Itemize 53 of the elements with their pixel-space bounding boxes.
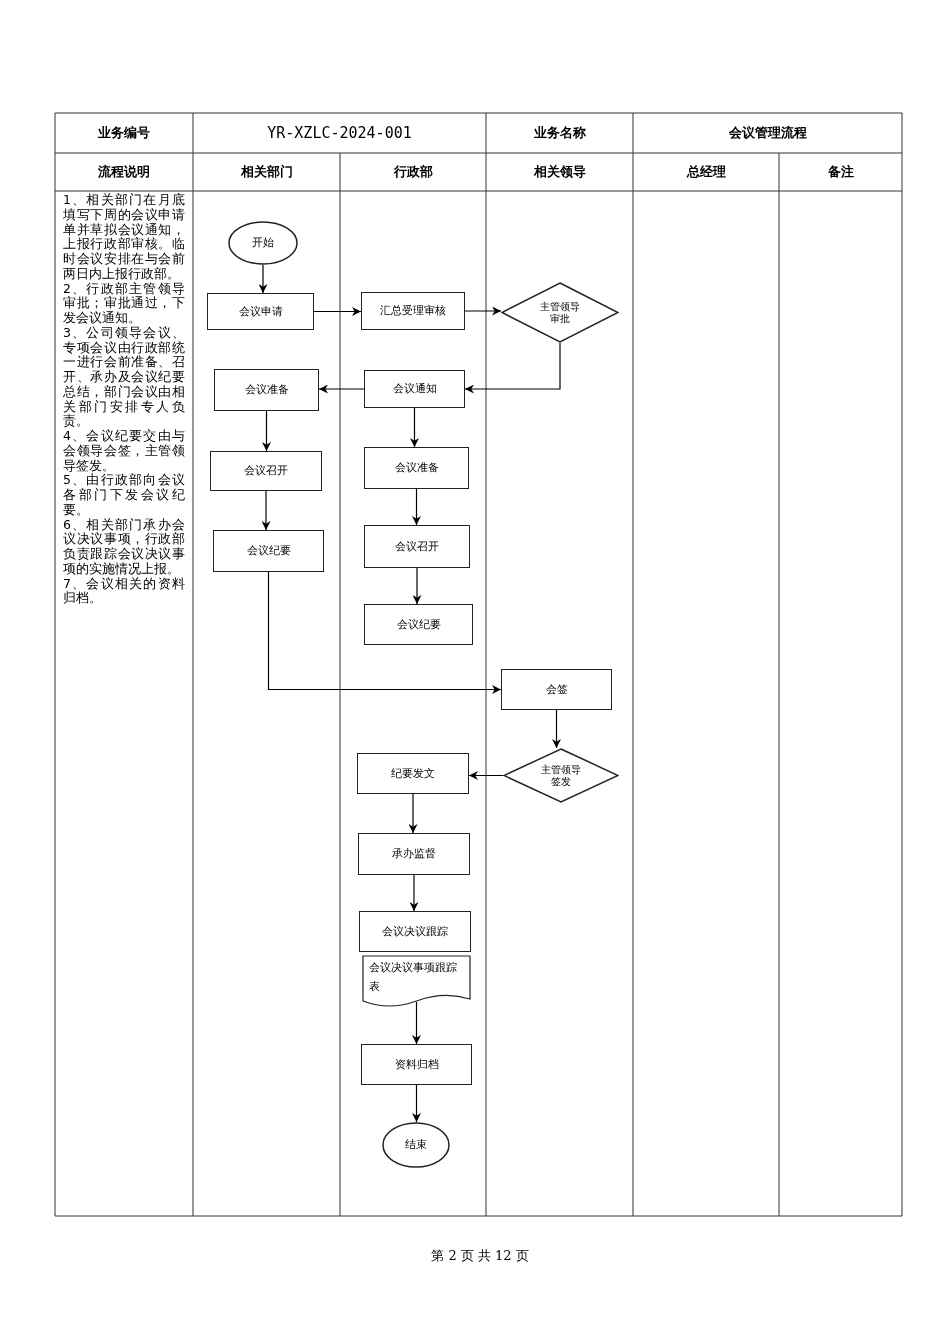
process-box: 会签 <box>501 669 612 710</box>
column-header: 备注 <box>826 163 855 181</box>
arrow <box>261 490 271 531</box>
decision-diamond: 主管领导审批 <box>501 282 619 343</box>
terminal-ellipse: 结束 <box>382 1122 450 1168</box>
column-header: 流程说明 <box>97 163 151 181</box>
arrow <box>267 571 502 694</box>
arrow <box>468 771 504 780</box>
process-box: 会议纪要 <box>364 604 473 645</box>
arrow <box>409 874 419 912</box>
process-box: 会议召开 <box>210 451 322 491</box>
process-box: 会议纪要 <box>213 530 324 572</box>
arrow <box>318 384 365 394</box>
column-header: 相关部门 <box>239 163 294 181</box>
process-box: 会议决议跟踪 <box>359 911 471 952</box>
arrow <box>552 709 561 749</box>
page-number: 第 2 页 共 12 页 <box>430 1247 530 1265</box>
column-header: 行政部 <box>392 163 434 181</box>
step-description: 4、会议纪要交由与会领导会签，主管领导签发。 <box>63 429 185 473</box>
process-box: 承办监督 <box>358 833 470 875</box>
arrow <box>464 306 502 316</box>
step-description: 2、行政部主管领导审批；审批通过，下发会议通知。 <box>63 281 185 326</box>
step-description: 1、相关部门在月底填写下周的会议申请单并草拟会议通知，上报行政部审核。临时会议安排在与会前两日内上报行政部。 <box>63 193 185 282</box>
process-box: 汇总受理审核 <box>361 292 465 330</box>
arrow <box>412 488 421 526</box>
arrow <box>412 1001 421 1045</box>
step-description: 7、会议相关的资料归档。 <box>63 576 185 606</box>
process-box: 资料归档 <box>361 1044 472 1085</box>
process-box: 纪要发文 <box>357 753 469 794</box>
document-code: YR-XZLC-2024-001 <box>266 123 413 144</box>
arrow <box>258 264 268 294</box>
arrow <box>464 342 561 394</box>
process-box: 会议召开 <box>364 525 470 568</box>
process-box: 会议通知 <box>364 370 465 408</box>
process-box: 会议申请 <box>207 293 314 330</box>
arrow <box>408 793 418 834</box>
arrow <box>412 567 422 605</box>
arrow <box>410 407 419 448</box>
column-header: 总经理 <box>685 163 727 181</box>
header-cell-text: 业务名称 <box>532 124 587 142</box>
column-header: 相关领导 <box>532 163 587 181</box>
process-box: 会议准备 <box>364 447 469 489</box>
arrow <box>262 410 271 452</box>
arrow <box>412 1084 421 1123</box>
step-description: 6、相关部门承办会议决议事项，行政部负责跟踪会议决议事项的实施情况上报。 <box>63 517 185 577</box>
decision-diamond: 主管领导签发 <box>503 748 619 803</box>
step-description: 5、由行政部向会议各部门下发会议纪要。 <box>63 473 185 518</box>
header-cell-text: 业务编号 <box>97 124 151 142</box>
process-name: 会议管理流程 <box>727 124 808 142</box>
terminal-ellipse: 开始 <box>228 221 298 265</box>
process-box: 会议准备 <box>214 369 319 411</box>
arrow <box>313 307 362 316</box>
step-description: 3、公司领导会议、专项会议由行政部统一进行会前准备、召开、承办及会议纪要总结，部门会议由相关部门安排专人负责。 <box>63 325 185 429</box>
